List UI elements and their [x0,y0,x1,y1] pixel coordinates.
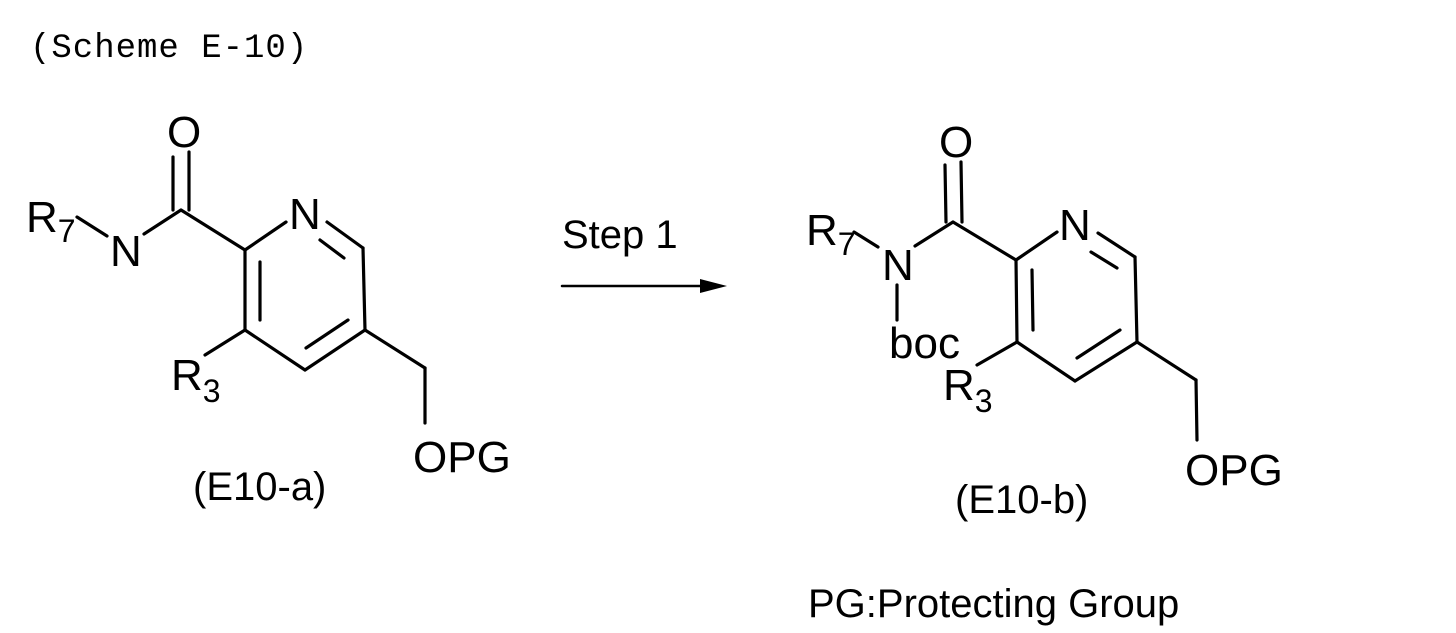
c3-r3-bond [975,340,1019,367]
carbonyl-oxygen: O [167,108,201,157]
r3-group: R3 [943,361,993,419]
r3-group: R3 [171,351,221,409]
step-label: Step 1 [562,213,678,257]
c-ring-bond [179,208,247,252]
boc-group: boc [889,319,960,368]
c3-r3-bond [203,328,247,357]
c-ring-bond [951,220,1018,262]
product-label: (E10-b) [955,478,1088,522]
reactant-structure: O N N R7 R3 OPG (E10-a) [26,108,511,509]
arrow-head-icon [700,279,727,293]
ring-bond-n-c6 [325,220,365,250]
amide-nitrogen: N [882,241,914,290]
c5-ch2-bond [363,328,427,370]
ring-bond-c2-n [1014,230,1059,262]
ring-bond-c5-c4-inner [1075,328,1122,360]
r7-n-bond [75,215,109,238]
ring-bond-n-c6-inner [1089,250,1119,270]
product-structure: O N N R7 boc R3 OPG (E10-b) [806,118,1283,522]
footnote-pg-definition: PG:Protecting Group [808,582,1180,626]
c-n-amide-bond [142,208,183,236]
ring-bond-c3-c2-inner [1030,268,1035,332]
ring-bond-c6-c5 [361,246,367,332]
ring-nitrogen: N [1059,201,1091,250]
carbonyl-bond-1 [943,163,948,224]
amide-nitrogen: N [110,227,142,276]
ring-bond-n-c6-inner [318,238,346,260]
r7-group: R7 [806,206,856,262]
ring-bond-c3-c2 [1014,258,1019,344]
ring-bond-c5-c4 [1073,340,1139,383]
c5-ch2-bond [1135,340,1198,382]
scheme-title: (Scheme E-10) [30,30,309,68]
opg-group: OPG [1185,446,1283,495]
opg-group: OPG [413,433,511,482]
c-n-amide-bond [913,220,955,248]
ch2-o-bond [1194,378,1199,442]
ring-bond-c4-c3 [1015,340,1077,383]
carbonyl-oxygen: O [939,118,973,167]
ring-bond-c6-c5 [1133,255,1139,344]
reactant-label: (E10-a) [193,465,326,509]
ring-bond-c5-c4 [303,328,367,372]
ring-nitrogen: N [289,190,321,239]
ring-bond-c2-n [243,220,288,252]
carbonyl-bond-2 [959,160,964,224]
ring-bond-c5-c4-inner [304,318,350,350]
r7-group: R7 [26,193,76,249]
ring-bond-c4-c3 [243,328,307,372]
ring-bond-n-c6 [1096,231,1137,259]
r7-n-bond [852,230,880,249]
reaction-arrow: Step 1 [560,213,727,293]
